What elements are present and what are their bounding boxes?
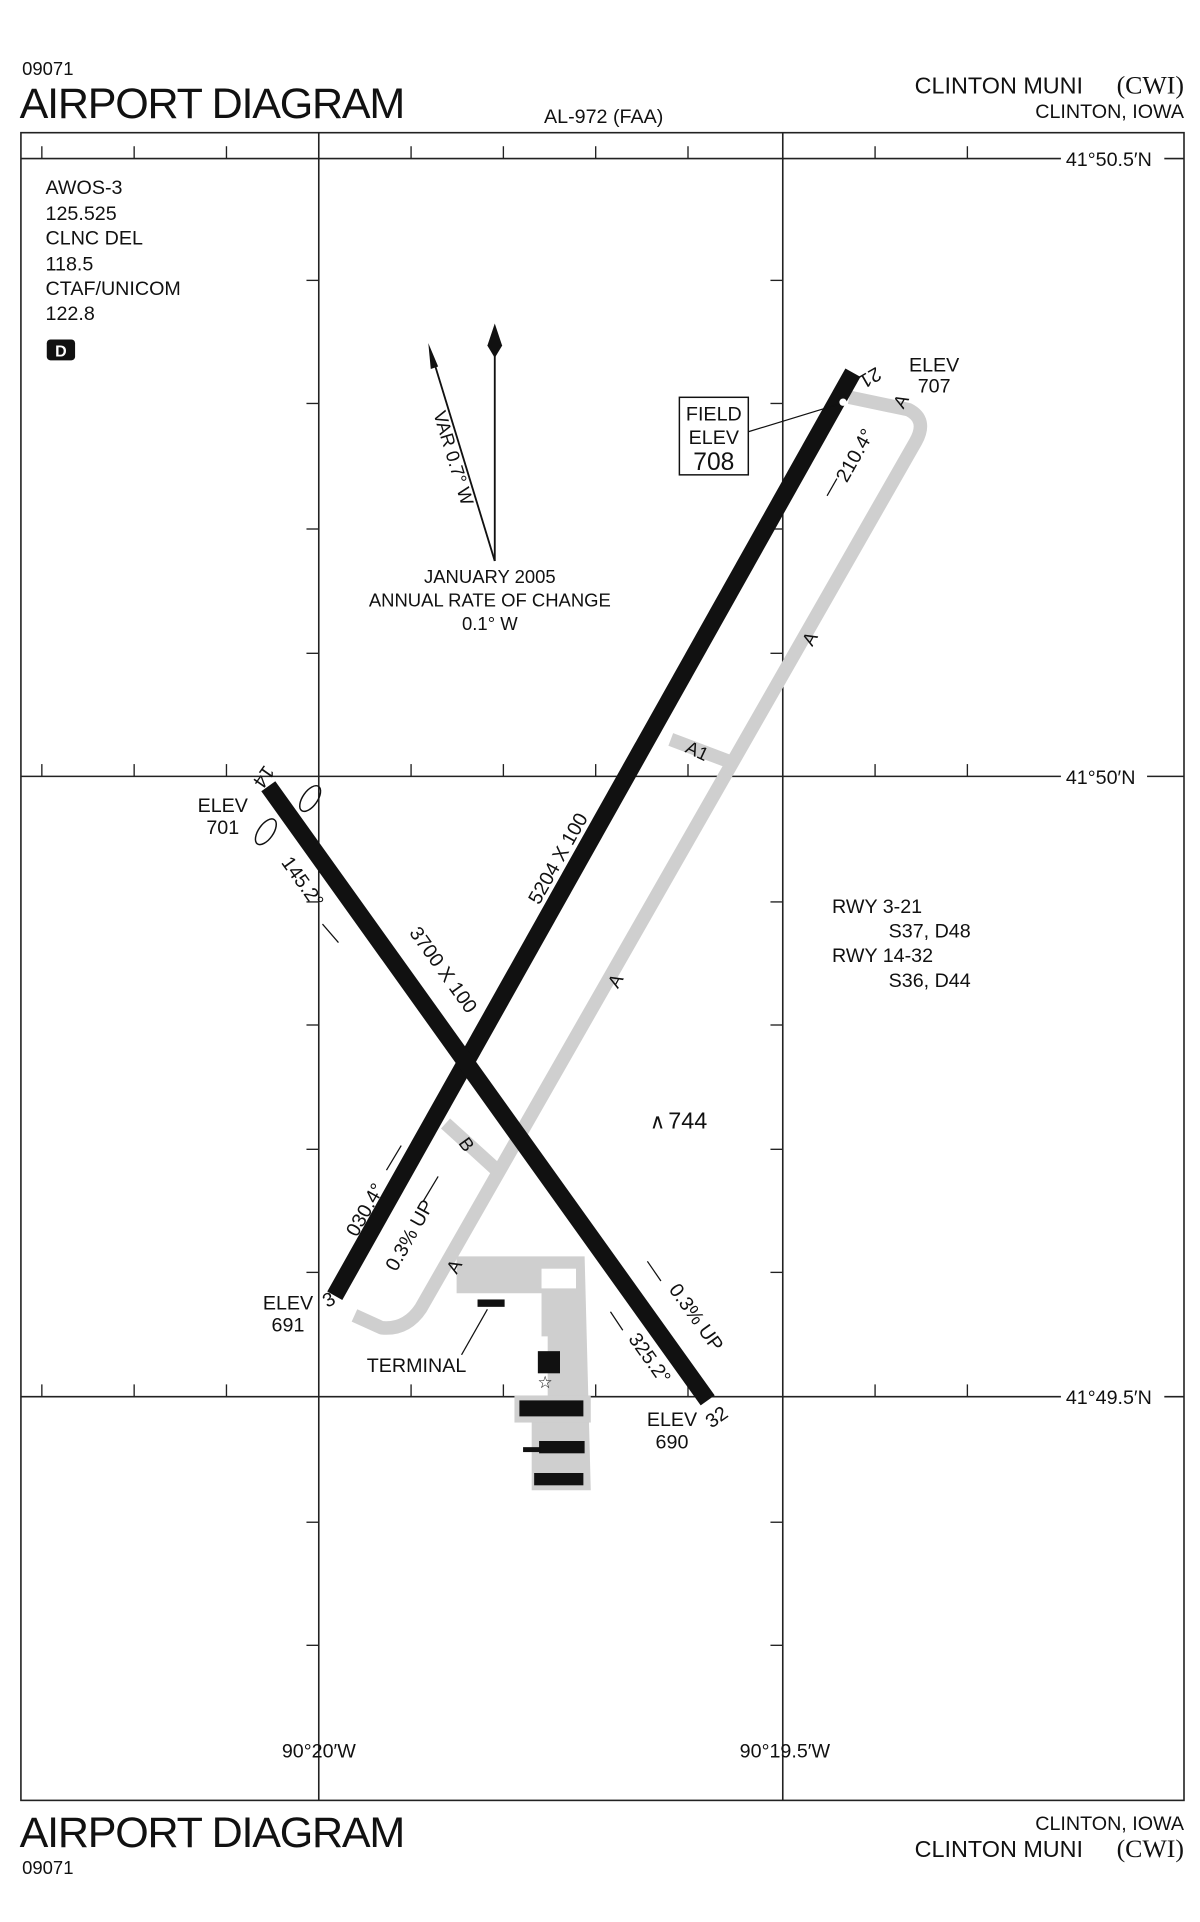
elev-14-label: ELEV [198, 795, 249, 817]
airport-id: (CWI) [1117, 70, 1184, 99]
gradient-arrow [646, 1260, 662, 1282]
wind-indicator-icon [254, 784, 322, 846]
beacon-star-icon: ☆ [538, 1372, 553, 1392]
svg-text:CLNC DEL: CLNC DEL [46, 228, 143, 250]
airport-name: CLINTON MUNI [915, 72, 1083, 98]
heading-arrow [609, 1311, 624, 1331]
procedure-id: AL-972 (FAA) [544, 106, 663, 128]
field-elevation-box [678, 396, 750, 476]
latitude-label: 41°50′N [1066, 767, 1136, 789]
longitude-label: 90°20′W [282, 1740, 356, 1762]
svg-text:125.525: 125.525 [46, 203, 117, 225]
gradient-arrow [422, 1176, 439, 1202]
diagram-frame [20, 131, 1185, 1802]
footer-airport-id: (CWI) [1117, 1834, 1184, 1863]
runway-end-21: 21 [855, 362, 885, 392]
field-elev-label: ELEV [689, 427, 740, 449]
svg-text:122.8: 122.8 [46, 303, 95, 325]
field-elev-leader [748, 404, 838, 433]
heading-arrow [321, 923, 339, 943]
svg-text:118.5: 118.5 [46, 254, 94, 276]
runway-end-32: 32 [702, 1402, 733, 1433]
apron [456, 1256, 591, 1491]
latitude-lines [20, 157, 1184, 1398]
elev-32: 690 [656, 1431, 689, 1453]
datalink-badge-label: D [55, 344, 67, 361]
diagram-title: AIRPORT DIAGRAM [20, 80, 404, 128]
obstacle-icon: ∧ [650, 1110, 665, 1133]
elev-32-label: ELEV [647, 1409, 698, 1431]
north-arrow-icon [428, 323, 503, 562]
terminal-label: TERMINAL [367, 1355, 467, 1377]
latitude-label: 41°50.5′N [1066, 149, 1152, 171]
elev-14: 701 [206, 817, 239, 839]
runway-strength-table: RWY 3-21 S37, D48 RWY 14-32 S36, D44 [832, 896, 971, 992]
svg-text:RWY 3-21: RWY 3-21 [832, 896, 922, 918]
magnetic-rate-label: ANNUAL RATE OF CHANGE [369, 590, 611, 611]
runway-14-32 [261, 781, 715, 1406]
obstacle-elevation: 744 [668, 1107, 707, 1133]
field-elev-label: FIELD [686, 404, 742, 426]
magnetic-variation: VAR 0.7° W [429, 408, 478, 508]
chart-number: 09071 [22, 58, 73, 79]
frequency-list: AWOS-3 125.525 CLNC DEL 118.5 CTAF/UNICO… [46, 177, 181, 325]
elev-3: 691 [272, 1314, 305, 1336]
datalink-badge [46, 339, 76, 361]
footer-chart-number: 09071 [22, 1857, 73, 1878]
heading-210: 210.4° [832, 425, 879, 486]
field-elev-point [839, 398, 847, 406]
footer-location: CLINTON, IOWA [1035, 1813, 1185, 1835]
footer-title: AIRPORT DIAGRAM [20, 1809, 404, 1857]
footer-airport-name: CLINTON MUNI [915, 1836, 1083, 1862]
runway-3-21 [327, 368, 861, 1300]
svg-text:CTAF/UNICOM: CTAF/UNICOM [46, 278, 181, 300]
elev-21: 707 [918, 375, 951, 397]
heading-arrow [826, 478, 838, 497]
elev-3-label: ELEV [263, 1292, 314, 1314]
heading-arrow [385, 1145, 402, 1171]
svg-text:AWOS-3: AWOS-3 [46, 177, 123, 199]
magnetic-rate: 0.1° W [462, 613, 518, 634]
grid-ticks [41, 146, 969, 1646]
terminal-leader [461, 1309, 488, 1356]
buildings [477, 1299, 585, 1486]
magnetic-date: JANUARY 2005 [424, 566, 556, 587]
elev-21-label: ELEV [909, 354, 960, 376]
airport-location: CLINTON, IOWA [1035, 101, 1185, 123]
latitude-label: 41°49.5′N [1066, 1387, 1152, 1409]
svg-text:S36, D44: S36, D44 [889, 970, 971, 992]
field-elev-value: 708 [693, 449, 734, 476]
svg-text:RWY 14-32: RWY 14-32 [832, 945, 933, 967]
svg-text:S37, D48: S37, D48 [889, 921, 971, 943]
taxiway-network [351, 390, 928, 1335]
longitude-label: 90°19.5′W [740, 1740, 831, 1762]
